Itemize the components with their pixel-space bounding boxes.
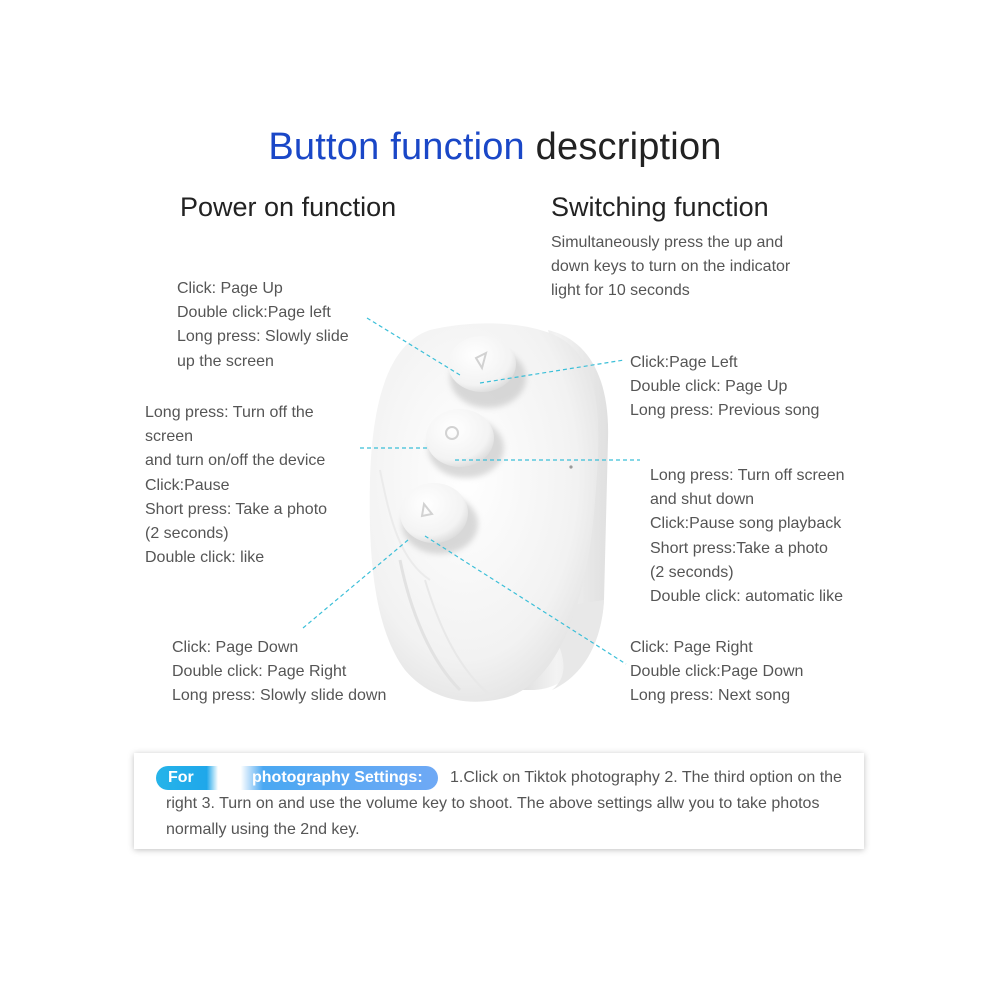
desc-line: Double click:Page Down: [630, 663, 804, 681]
switching-heading: Switching function: [551, 192, 769, 222]
tip-label-part1: For: [168, 769, 194, 786]
desc-line: Short press:Take a photo: [650, 539, 828, 557]
switching-intro: Simultaneously press the up and down keys…: [551, 231, 790, 304]
desc-line: down keys to turn on the indicator: [551, 258, 791, 276]
desc-line: up the screen: [177, 352, 274, 370]
desc-line: Long press: Next song: [630, 687, 791, 705]
desc-line: Double click: like: [145, 549, 265, 567]
desc-line: Long press: Previous song: [630, 402, 820, 420]
desc-line: Long press: Turn off screen: [650, 467, 845, 484]
desc-line: Click: Page Right: [630, 639, 753, 656]
desc-line: and shut down: [650, 491, 755, 509]
power-on-heading: Power on function: [180, 192, 397, 222]
desc-line: Click: Page Down: [172, 639, 299, 656]
desc-line: and turn on/off the device: [145, 452, 326, 470]
desc-center-button-switching: Long press: Turn off screen and shut down…: [650, 464, 844, 609]
desc-line: Short press: Take a photo: [145, 500, 328, 518]
circle-icon: [445, 426, 459, 440]
center-button[interactable]: [426, 409, 494, 467]
title-accent: Button function: [268, 126, 525, 168]
title-rest: description: [524, 126, 722, 168]
indicator-light: [569, 465, 573, 469]
desc-line: Click:Page Left: [630, 354, 738, 371]
desc-line: Double click: automatic like: [650, 588, 843, 606]
tip-text: 1.Click on Tiktok photography 2. The thi…: [166, 769, 842, 838]
tip-label-pill: For photography Settings:: [156, 766, 438, 790]
up-button[interactable]: [448, 336, 516, 392]
desc-line: (2 seconds): [145, 525, 229, 543]
desc-line: Click: Page Up: [177, 280, 283, 297]
desc-line: Double click: Page Right: [172, 663, 347, 681]
triangle-down-icon: [420, 501, 434, 518]
desc-line: Long press: Slowly slide: [177, 328, 349, 346]
desc-line: Click:Pause: [145, 476, 230, 494]
desc-line: Long press: Turn off the: [145, 404, 314, 421]
desc-line: light for 10 seconds: [551, 282, 690, 300]
desc-line: Click:Pause song playback: [650, 515, 842, 533]
page-title: Button function description: [0, 126, 990, 169]
desc-line: screen: [145, 428, 194, 446]
desc-line: Double click:Page left: [177, 304, 331, 322]
desc-line: Double click: Page Up: [630, 378, 788, 396]
down-button[interactable]: [400, 483, 468, 543]
desc-line: (2 seconds): [650, 563, 734, 581]
desc-line: Simultaneously press the up and: [551, 234, 784, 251]
desc-center-button-power: Long press: Turn off the screen and turn o…: [145, 401, 327, 570]
desc-line: Long press: Slowly slide down: [172, 687, 387, 705]
tip-label-part2: photography Settings:: [252, 769, 423, 786]
